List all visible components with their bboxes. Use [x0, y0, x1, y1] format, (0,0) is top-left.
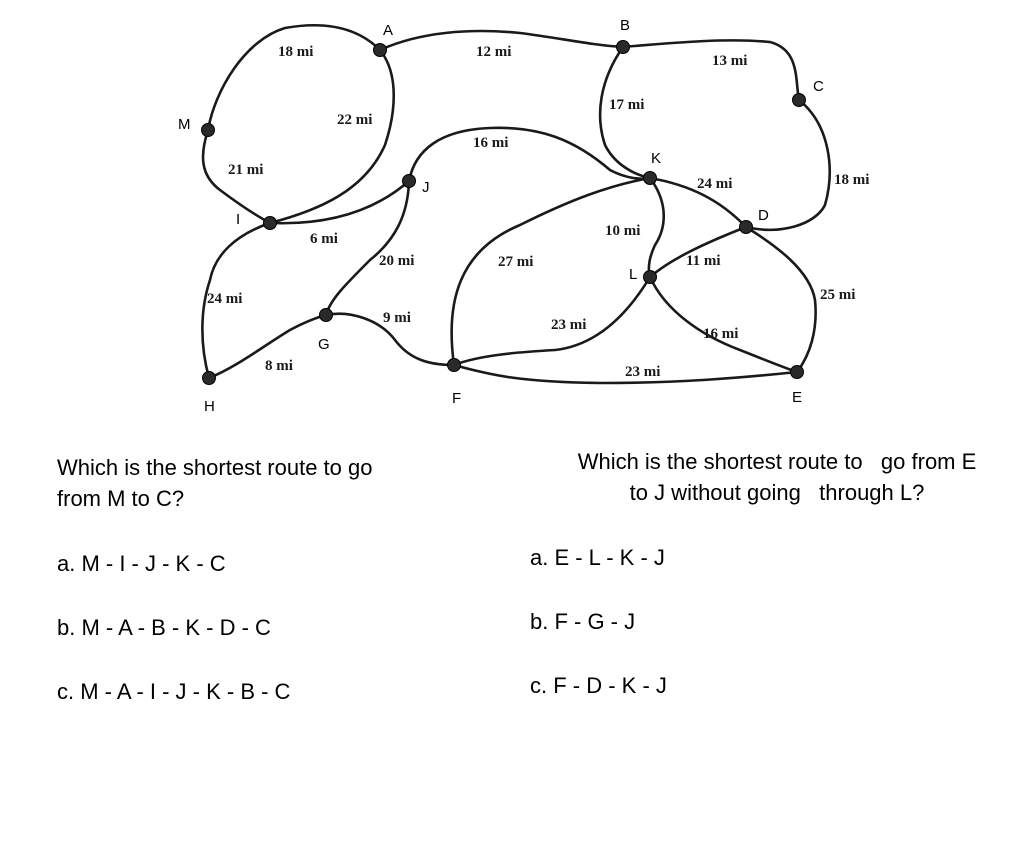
question-1-option-b[interactable]: b. M - A - B - K - D - C [57, 615, 271, 640]
edge-K-D [648, 176, 748, 229]
edge-label-I-H: 24 mi [207, 291, 242, 307]
node-H [202, 371, 216, 385]
edge-label-J-G: 20 mi [379, 253, 414, 269]
edge-I-H [201, 221, 272, 380]
edge-F-K [450, 176, 652, 367]
node-label-L: L [629, 266, 637, 283]
edge-label-M-A: 18 mi [278, 44, 313, 60]
node-label-K: K [651, 150, 661, 167]
edge-J-K [407, 126, 652, 183]
edge-K-L [647, 176, 665, 279]
edge-F-E [452, 363, 799, 385]
edge-label-K-D: 24 mi [697, 176, 732, 192]
node-label-M: M [178, 116, 191, 133]
edge-label-A-I: 22 mi [337, 112, 372, 128]
edge-label-L-E: 16 mi [703, 326, 738, 342]
edge-L-E [648, 275, 799, 374]
node-label-G: G [318, 336, 330, 353]
node-G [319, 308, 333, 322]
question-1-option-c[interactable]: c. M - A - I - J - K - B - C [57, 679, 291, 704]
node-F [447, 358, 461, 372]
edge-M-I [201, 128, 272, 225]
node-K [643, 171, 657, 185]
node-label-J: J [422, 179, 430, 196]
edge-A-B [378, 29, 625, 52]
node-I [263, 216, 277, 230]
edge-label-I-J: 6 mi [310, 231, 338, 247]
edge-label-B-K: 17 mi [609, 97, 644, 113]
node-label-H: H [204, 398, 215, 415]
question-1-text: Which is the shortest route to go from M… [57, 455, 373, 511]
edge-F-L [452, 275, 652, 367]
question-2-text: Which is the shortest route to go from E… [577, 449, 977, 505]
node-L [643, 270, 657, 284]
edge-label-F-E: 23 mi [625, 364, 660, 380]
node-label-F: F [452, 390, 461, 407]
node-label-C: C [813, 78, 824, 95]
question-2-option-b[interactable]: b. F - G - J [530, 609, 636, 634]
edge-label-J-K: 16 mi [473, 135, 508, 151]
node-A [373, 43, 387, 57]
edge-C-D [744, 98, 831, 232]
question-2: Which is the shortest route to go from E… [530, 446, 1024, 701]
node-C [792, 93, 806, 107]
edge-B-C [621, 39, 801, 102]
edge-label-L-D: 11 mi [686, 253, 721, 269]
edge-label-B-C: 13 mi [712, 53, 747, 69]
edge-label-F-K: 27 mi [498, 254, 533, 270]
node-label-A: A [383, 22, 393, 39]
edge-label-F-L: 23 mi [551, 317, 586, 333]
edge-B-K [598, 45, 652, 180]
question-1: Which is the shortest route to go from M… [57, 452, 387, 707]
question-1-option-a[interactable]: a. M - I - J - K - C [57, 551, 226, 576]
node-label-I: I [236, 211, 240, 228]
route-map-diagram: 18 mi 12 mi 13 mi 22 mi 17 mi 18 mi 21 m… [178, 17, 869, 415]
node-B [616, 40, 630, 54]
edge-G-F [324, 312, 456, 367]
node-D [739, 220, 753, 234]
edge-label-A-B: 12 mi [476, 44, 511, 60]
edge-label-C-D: 18 mi [834, 172, 869, 188]
edge-D-E [744, 225, 817, 374]
node-J [402, 174, 416, 188]
node-M [201, 123, 215, 137]
edge-label-M-I: 21 mi [228, 162, 263, 178]
node-label-E: E [792, 389, 802, 406]
edge-I-J [268, 179, 411, 225]
node-label-D: D [758, 207, 769, 224]
edge-label-K-L: 10 mi [605, 223, 640, 239]
edge-J-G [324, 179, 411, 317]
edge-H-G [207, 313, 328, 380]
edge-label-G-F: 9 mi [383, 310, 411, 326]
edge-M-A [206, 24, 382, 132]
edge-label-D-E: 25 mi [820, 287, 855, 303]
edge-label-H-G: 8 mi [265, 358, 293, 374]
node-E [790, 365, 804, 379]
edge-L-D [648, 225, 748, 279]
question-2-option-a[interactable]: a. E - L - K - J [530, 545, 665, 570]
node-label-B: B [620, 17, 630, 34]
question-2-option-c[interactable]: c. F - D - K - J [530, 673, 667, 698]
edge-A-I [268, 48, 395, 225]
